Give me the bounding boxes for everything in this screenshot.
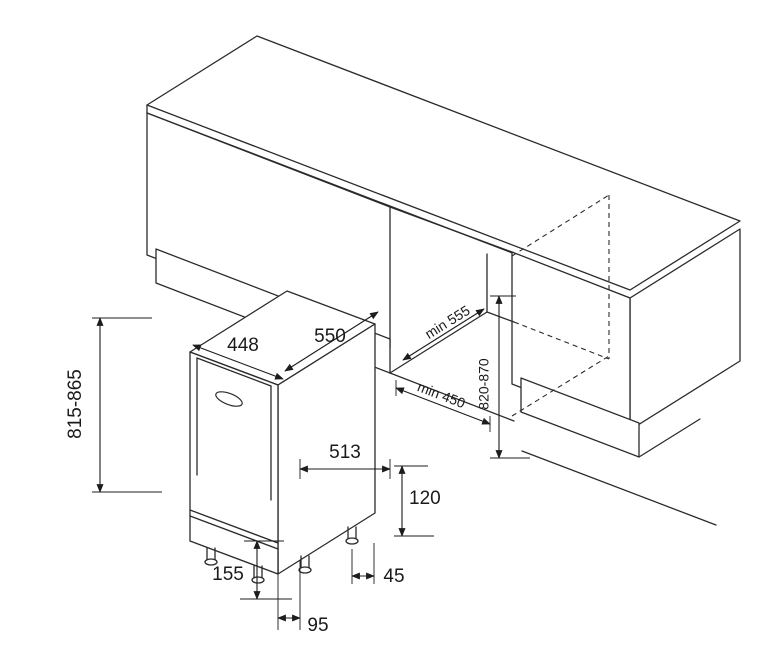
niche-width-label: min 450 <box>415 378 467 411</box>
foot-offset-label: 45 <box>383 566 404 587</box>
niche-right-wall-top-hidden <box>511 194 610 257</box>
appliance-height-label: 815-865 <box>65 369 86 439</box>
appliance-depth-label: 550 <box>314 326 346 347</box>
plinth-height-label: 155 <box>212 564 244 585</box>
foot-stem <box>300 555 310 569</box>
niche-depth-label: min 555 <box>422 302 473 342</box>
foot-stem <box>347 526 357 540</box>
niche-hidden-outline <box>511 194 610 417</box>
body-depth-label: 513 <box>329 442 361 463</box>
end-panel-plinth-line <box>638 418 701 458</box>
niche-floor-back-edge <box>486 311 515 323</box>
door-bottom-edge-2 <box>189 515 279 550</box>
dim-niche-height: 820-870 <box>476 295 530 459</box>
foot-base <box>345 537 359 545</box>
dim-line <box>284 311 379 372</box>
floor-line <box>521 450 717 526</box>
foot-base <box>251 576 265 584</box>
niche-height-label: 820-870 <box>476 358 492 410</box>
niche-ceiling-front-edge <box>389 206 513 253</box>
extension-line <box>240 540 292 600</box>
niche-floor-back-edge-hidden <box>513 321 610 360</box>
door-handle <box>215 391 243 407</box>
dim-niche-depth: min 555 <box>402 302 485 361</box>
extension-line <box>351 543 375 584</box>
counter-unit <box>146 35 741 526</box>
foot-base <box>204 558 218 566</box>
dim-line <box>402 308 485 361</box>
dim-plinth-recess: 95 <box>277 553 329 636</box>
dim-appliance-width: 448 <box>192 335 284 380</box>
dim-line <box>192 344 284 380</box>
dishwasher-unit <box>189 290 376 584</box>
dim-line <box>395 387 491 425</box>
foot-stem <box>206 547 216 561</box>
dim-appliance-height: 815-865 <box>65 317 162 493</box>
countertop-surface <box>146 35 741 291</box>
dim-appliance-depth: 550 <box>284 311 379 372</box>
door-bottom-edge <box>189 509 279 544</box>
appliance-width-label: 448 <box>227 335 259 356</box>
foot-zone-label: 120 <box>409 488 441 509</box>
dim-foot-offset: 45 <box>351 543 405 587</box>
dim-body-depth: 513 <box>299 442 391 479</box>
plinth-recess-label: 95 <box>307 615 328 636</box>
foot-base <box>298 566 312 574</box>
dim-plinth-height: 155 <box>212 540 292 600</box>
dim-foot-zone: 120 <box>394 465 441 537</box>
niche-right-wall-floor-hidden <box>511 355 610 417</box>
